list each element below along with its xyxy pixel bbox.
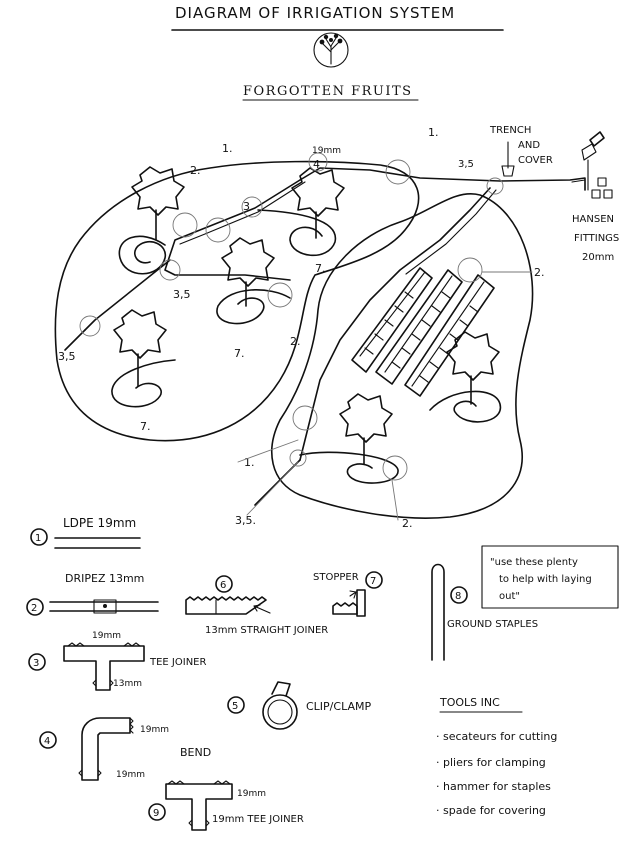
svg-text:19mm TEE JOINER: 19mm TEE JOINER: [212, 814, 304, 825]
tree-icon: [113, 309, 167, 387]
hansen-label: FITTINGS: [574, 233, 619, 244]
svg-text:GROUND STAPLES: GROUND STAPLES: [447, 619, 538, 630]
drip-spiral-1: [118, 235, 166, 275]
part-8: 8 GROUND STAPLES: [431, 563, 538, 661]
callout-3-5: 3,5.: [235, 514, 256, 527]
svg-text:"use these plenty: "use these plenty: [490, 557, 578, 568]
svg-text:7: 7: [370, 576, 376, 587]
svg-text:19mm: 19mm: [140, 725, 169, 735]
svg-text:BEND: BEND: [180, 746, 211, 759]
main-supply-pipe: [299, 167, 586, 191]
tap-icon: [581, 131, 613, 199]
callout-3-5: 3,5: [458, 159, 474, 170]
left-branch-pipe: [84, 179, 301, 331]
part-4: 4 19mm BEND 19mm: [39, 717, 211, 781]
page-title: DIAGRAM OF IRRIGATION SYSTEM: [175, 4, 455, 22]
part-1: 1 LDPE 19mm: [30, 516, 141, 549]
svg-text:LDPE 19mm: LDPE 19mm: [63, 516, 136, 530]
svg-text:19mm: 19mm: [237, 789, 266, 799]
svg-text:2: 2: [31, 603, 37, 614]
tree-icon: [446, 331, 500, 405]
part-5: 5 CLIP/CLAMP: [227, 681, 371, 730]
callout-3-5: 3,5: [58, 350, 76, 363]
svg-text:DRIPEZ 13mm: DRIPEZ 13mm: [65, 572, 144, 585]
svg-text:STOPPER: STOPPER: [313, 572, 359, 583]
left-garden-bed: [54, 160, 420, 442]
svg-text:out": out": [499, 591, 520, 602]
tools-list: TOOLS INC · secateurs for cutting · plie…: [436, 696, 557, 817]
svg-text:6: 6: [220, 580, 226, 591]
right-branch-pipe: [299, 187, 491, 461]
hansen-label: 20mm: [582, 252, 614, 263]
callout-1: 1.: [222, 142, 233, 155]
shovel-icon: [501, 141, 515, 177]
drip-spiral-2: [257, 209, 337, 257]
svg-text:· pliers for clamping: · pliers for clamping: [436, 756, 546, 769]
svg-text:3: 3: [33, 658, 39, 669]
part-3: 3 19mm TEE JOINER 13mm: [28, 631, 206, 691]
trench-label: TRENCH: [489, 125, 531, 136]
drip-spiral-3: [216, 289, 291, 325]
trench-label: COVER: [518, 155, 553, 166]
brand-name: FORGOTTEN FRUITS: [243, 84, 413, 99]
callout-7: 7.: [140, 420, 151, 433]
svg-text:TEE JOINER: TEE JOINER: [149, 657, 206, 668]
right-garden-bed: [271, 192, 534, 519]
svg-text:13mm: 13mm: [113, 679, 142, 689]
svg-text:1: 1: [35, 533, 41, 544]
callout-2: 2.: [290, 335, 301, 348]
part-2: 2 DRIPEZ 13mm: [26, 572, 159, 616]
svg-text:19mm: 19mm: [116, 770, 145, 780]
staples-note: "use these plenty to help with laying ou…: [481, 545, 619, 609]
tree-icon: [131, 166, 185, 241]
callout-2: 2.: [534, 266, 545, 279]
part-7: STOPPER 7: [313, 571, 383, 617]
svg-text:· spade for covering: · spade for covering: [436, 804, 546, 817]
svg-text:· hammer for staples: · hammer for staples: [436, 780, 551, 793]
tree-icon: [221, 237, 275, 307]
svg-text:to help with laying: to help with laying: [499, 574, 592, 585]
pipe-end-left: [64, 329, 86, 351]
svg-text:4: 4: [44, 736, 50, 747]
svg-text:9: 9: [153, 808, 159, 819]
callout-1: 1.: [428, 126, 439, 139]
callout-2: 2.: [402, 517, 413, 530]
trench-label: AND: [518, 140, 540, 151]
callout-4: 4: [313, 158, 320, 171]
svg-text:13mm STRAIGHT JOINER: 13mm STRAIGHT JOINER: [205, 625, 328, 636]
hansen-label: HANSEN: [572, 214, 614, 225]
svg-text:5: 5: [232, 701, 238, 712]
callout-3-5: 3,5: [173, 288, 191, 301]
svg-text:8: 8: [455, 591, 461, 602]
fitting-callouts: [79, 152, 504, 481]
tree-logo-icon: [313, 32, 349, 68]
right-branch-pipe-edge: [405, 189, 497, 275]
callout-7: 7.: [315, 262, 326, 275]
pipe-size-label: 19mm: [312, 146, 341, 156]
svg-text:· secateurs for cutting: · secateurs for cutting: [436, 730, 557, 743]
svg-text:TOOLS INC: TOOLS INC: [439, 696, 500, 709]
part-6: 6 13mm STRAIGHT JOINER: [185, 575, 328, 636]
drip-spiral-4: [111, 359, 176, 408]
vegetable-rows: [351, 267, 495, 397]
drip-spiral-6: [299, 451, 399, 484]
tree-icon: [291, 167, 345, 239]
svg-text:CLIP/CLAMP: CLIP/CLAMP: [306, 700, 371, 713]
left-branch-pipe-edge: [179, 181, 306, 245]
callout-3: 3: [243, 200, 250, 213]
tap-riser: [571, 179, 586, 191]
callout-7: 7.: [234, 347, 245, 360]
part-9: 9 19mm 19mm TEE JOINER: [148, 780, 304, 831]
svg-text:19mm: 19mm: [92, 631, 121, 641]
callout-2: 2.: [190, 164, 201, 177]
callout-1: 1.: [244, 456, 255, 469]
drip-spiral-5: [429, 390, 501, 423]
tree-icon: [339, 393, 393, 465]
